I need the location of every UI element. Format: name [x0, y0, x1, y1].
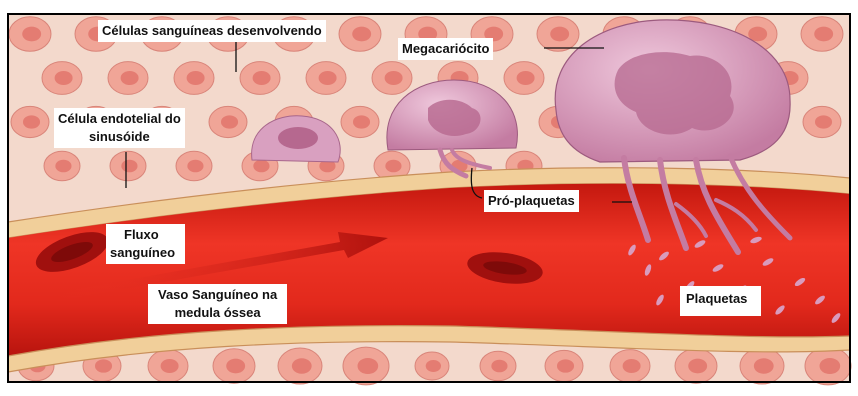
marrow-cell — [148, 350, 188, 383]
marrow-cell — [108, 62, 148, 95]
marrow-cell — [610, 350, 650, 383]
marrow-cell — [545, 350, 583, 381]
label-endothelial-line1: Célula endotelial do — [58, 110, 181, 128]
label-endothelial-cell: Célula endotelial do sinusóide — [54, 108, 185, 148]
marrow-cell — [415, 352, 449, 380]
label-vessel-line1: Vaso Sanguíneo na — [158, 286, 277, 304]
label-megakaryocyte-text: Megacariócito — [402, 40, 489, 58]
label-developing-cells-text: Células sanguíneas desenvolvendo — [102, 22, 322, 40]
marrow-cell — [339, 17, 381, 51]
marrow-cell — [176, 151, 212, 181]
marrow-cell — [805, 347, 851, 385]
label-endothelial-line2: sinusóide — [58, 128, 181, 146]
label-vessel: Vaso Sanguíneo na medula óssea — [148, 284, 287, 324]
marrow-cell — [740, 348, 784, 384]
marrow-cell — [42, 62, 82, 95]
label-developing-cells: Células sanguíneas desenvolvendo — [98, 20, 326, 42]
marrow-cell — [174, 62, 214, 95]
label-blood-flow-line1: Fluxo — [110, 226, 175, 244]
label-blood-flow: Fluxo sanguíneo — [106, 224, 185, 264]
marrow-cell — [9, 17, 51, 51]
marrow-cell — [803, 106, 841, 137]
marrow-cell — [537, 17, 579, 51]
marrow-cell — [110, 151, 146, 181]
label-blood-flow-line2: sanguíneo — [110, 244, 175, 262]
label-proplatelets-text: Pró-plaquetas — [488, 192, 575, 210]
label-platelets: Plaquetas — [680, 286, 761, 316]
marrow-cell — [801, 17, 843, 51]
label-platelets-text: Plaquetas — [686, 290, 747, 308]
marrow-cell — [480, 351, 516, 381]
marrow-cell — [240, 62, 280, 95]
marrow-cell — [341, 106, 379, 137]
label-megakaryocyte: Megacariócito — [398, 38, 493, 60]
marrow-cell — [343, 347, 389, 385]
marrow-cell — [209, 106, 247, 137]
label-proplatelets: Pró-plaquetas — [484, 190, 579, 212]
marrow-cell — [278, 348, 322, 384]
marrow-cell — [306, 62, 346, 95]
label-vessel-line2: medula óssea — [158, 304, 277, 322]
marrow-cell — [372, 62, 412, 95]
marrow-cell — [675, 349, 717, 383]
marrow-cell — [44, 151, 80, 181]
marrow-cell — [11, 106, 49, 137]
marrow-cell — [213, 349, 255, 383]
marrow-cell — [504, 62, 544, 95]
